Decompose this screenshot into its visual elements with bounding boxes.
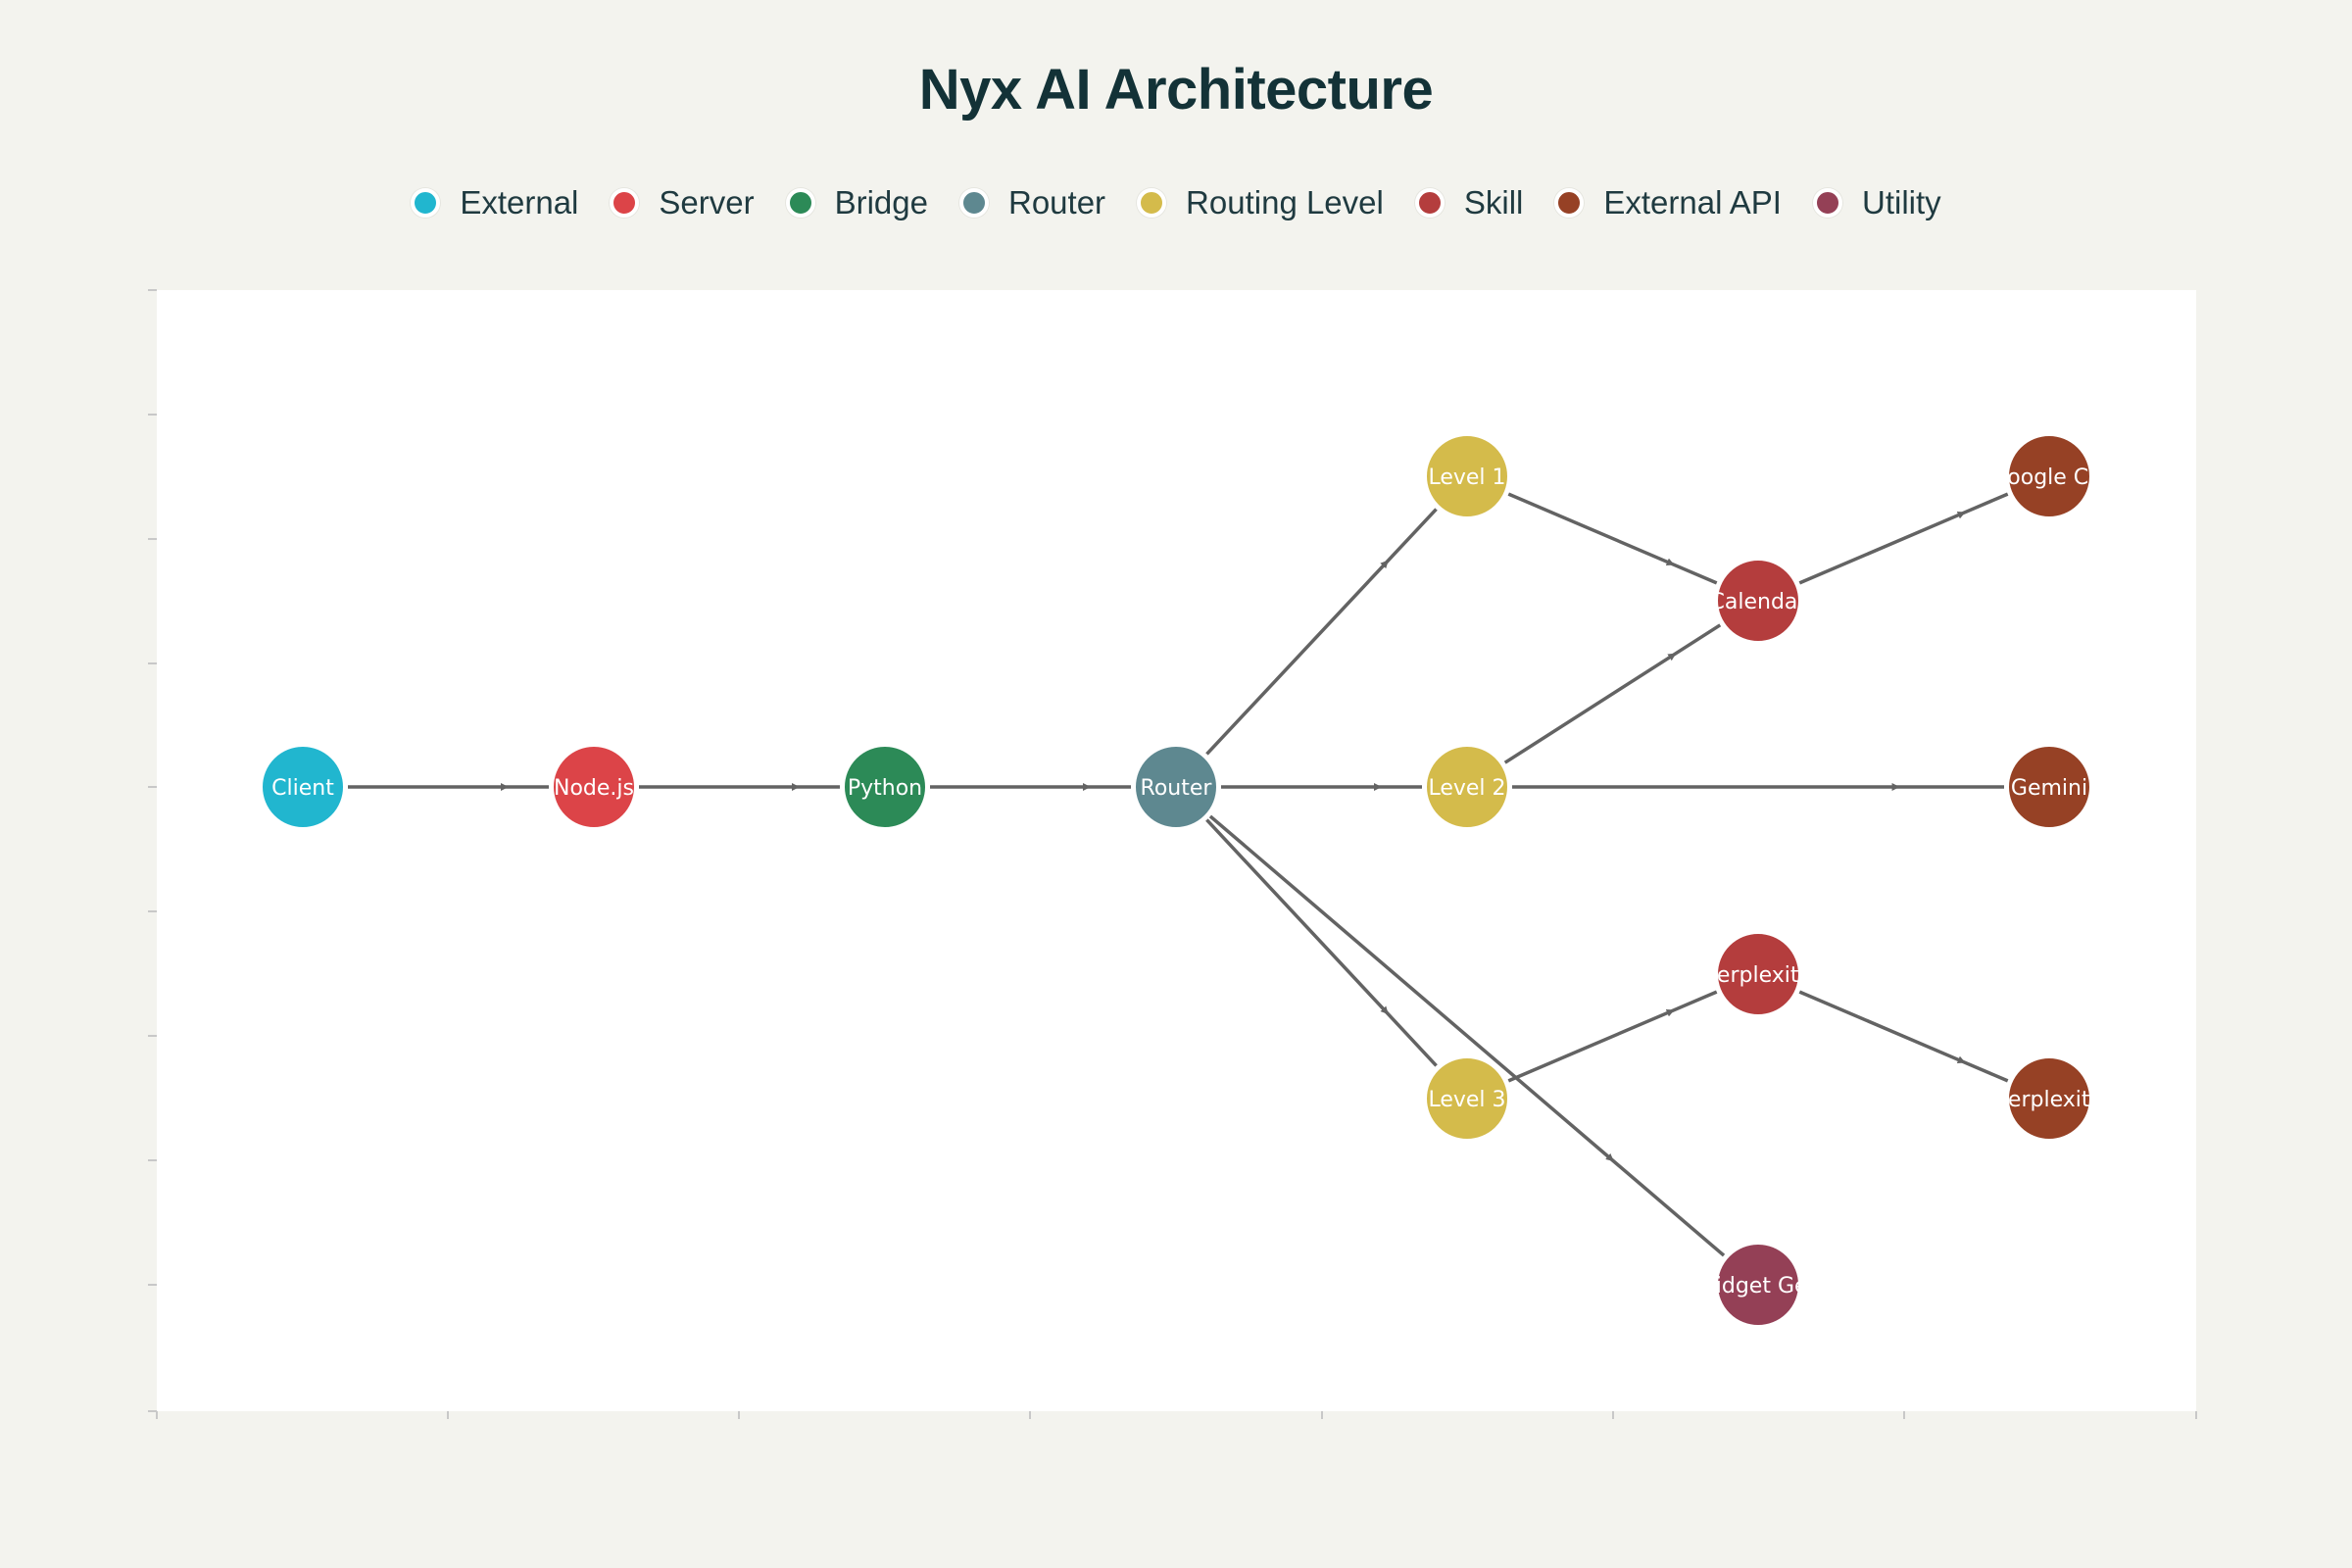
- node-circle[interactable]: [552, 745, 636, 829]
- node-circle[interactable]: [2007, 745, 2091, 829]
- node-label: Calendar: [1710, 590, 1808, 614]
- node-label: Widget Gen: [1695, 1274, 1822, 1298]
- legend-item-external[interactable]: External: [411, 184, 578, 221]
- node-label: Client: [271, 776, 334, 801]
- node-python[interactable]: Python: [843, 745, 927, 829]
- edge-line: [1205, 818, 1389, 1015]
- legend-item-skill[interactable]: Skill: [1414, 184, 1524, 221]
- legend-marker-bridge: [785, 188, 815, 218]
- axis-ticks: [148, 289, 2197, 1419]
- edge-line: [1961, 1059, 2009, 1083]
- legend-marker-utility: [1812, 188, 1842, 218]
- node-level1[interactable]: Level 1: [1425, 434, 1509, 518]
- nodes-layer: Client Node.js Python Router Level 1 Level 2 L…: [261, 434, 2108, 1327]
- legend-marker-router: [958, 188, 989, 218]
- node-label: Node.js: [554, 776, 634, 801]
- node-circle[interactable]: [1716, 559, 1800, 643]
- edge-line: [1670, 990, 1718, 1013]
- edge-line: [1672, 623, 1722, 658]
- node-router[interactable]: Router: [1134, 745, 1218, 829]
- legend-item-utility[interactable]: Utility: [1812, 184, 1941, 221]
- node-level3[interactable]: Level 3: [1425, 1056, 1509, 1141]
- node-perplexity_skill[interactable]: Perplexity: [1704, 932, 1811, 1016]
- legend-marker-routing-level: [1137, 188, 1167, 218]
- node-circle[interactable]: [843, 745, 927, 829]
- edge-router-to-level3: [1205, 818, 1438, 1067]
- legend-item-server[interactable]: Server: [610, 184, 755, 221]
- edge-line: [1961, 492, 2009, 515]
- node-circle[interactable]: [2007, 434, 2091, 518]
- legend-marker-external-api: [1554, 188, 1585, 218]
- legend-label-routing-level: Routing Level: [1186, 184, 1384, 220]
- legend-marker-skill: [1414, 188, 1445, 218]
- node-gemini[interactable]: Gemini: [2007, 745, 2091, 829]
- edge-line: [1507, 492, 1675, 566]
- edge-router-to-level1: [1205, 508, 1438, 756]
- edge-line: [1670, 562, 1718, 585]
- edge-line: [1798, 990, 1966, 1064]
- node-google[interactable]: Google Cal: [1990, 434, 2108, 518]
- legend-marker-server: [610, 188, 640, 218]
- legend-item-routing-level[interactable]: Routing Level: [1137, 184, 1384, 221]
- node-circle[interactable]: [261, 745, 345, 829]
- legend-label-skill: Skill: [1463, 184, 1524, 220]
- node-nodejs[interactable]: Node.js: [552, 745, 636, 829]
- edges-layer: [348, 492, 2009, 1257]
- node-circle[interactable]: [1425, 1056, 1509, 1141]
- edge-line: [1205, 560, 1389, 756]
- node-label: Gemini: [2011, 776, 2087, 801]
- legend-item-bridge[interactable]: Bridge: [785, 184, 928, 221]
- node-circle[interactable]: [1134, 745, 1218, 829]
- node-widget[interactable]: Widget Gen: [1695, 1243, 1822, 1327]
- edge-level1-to-calendar: [1507, 492, 1718, 585]
- legend-item-external-api[interactable]: External API: [1554, 184, 1782, 221]
- edge-line: [1384, 1010, 1438, 1067]
- node-label: Perplexity: [1704, 963, 1811, 988]
- plot-area: [157, 290, 2196, 1411]
- legend-label-router: Router: [1007, 184, 1106, 220]
- node-calendar[interactable]: Calendar: [1710, 559, 1808, 643]
- edge-line: [1609, 1157, 1726, 1257]
- node-label: Level 2: [1428, 776, 1505, 801]
- edge-perplexity_skill-to-perplexity_api: [1798, 990, 2009, 1083]
- legend-label-server: Server: [659, 184, 755, 220]
- node-label: Level 1: [1428, 466, 1505, 490]
- node-client[interactable]: Client: [261, 745, 345, 829]
- legend-label-external: External: [460, 184, 579, 220]
- edge-level3-to-perplexity_skill: [1507, 990, 1718, 1083]
- node-level2[interactable]: Level 2: [1425, 745, 1509, 829]
- edge-line: [1384, 508, 1438, 564]
- edge-line: [1798, 511, 1966, 585]
- node-circle[interactable]: [1425, 745, 1509, 829]
- node-label: Google Cal: [1990, 466, 2108, 490]
- edge-level2-to-calendar: [1503, 623, 1722, 764]
- node-circle[interactable]: [1425, 434, 1509, 518]
- legend-label-bridge: Bridge: [834, 184, 928, 220]
- legend: External Server Bridge Router Routing Le…: [0, 178, 2352, 227]
- legend-marker-external: [411, 188, 441, 218]
- legend-item-router[interactable]: Router: [958, 184, 1106, 221]
- edge-calendar-to-google: [1798, 492, 2009, 585]
- legend-label-external-api: External API: [1603, 184, 1782, 220]
- node-label: Python: [848, 776, 922, 801]
- diagram-title: Nyx AI Architecture: [918, 58, 1434, 122]
- edge-line: [1503, 653, 1677, 764]
- legend-label-utility: Utility: [1861, 184, 1941, 220]
- node-label: Perplexity: [1995, 1088, 2102, 1112]
- edge-line: [1507, 1008, 1675, 1083]
- node-perplexity_api[interactable]: Perplexity: [1995, 1056, 2102, 1141]
- node-circle[interactable]: [1716, 1243, 1800, 1327]
- node-circle[interactable]: [1716, 932, 1800, 1016]
- node-label: Level 3: [1428, 1088, 1505, 1112]
- node-circle[interactable]: [2007, 1056, 2091, 1141]
- node-label: Router: [1141, 776, 1213, 801]
- edge-router-to-widget: [1208, 814, 1726, 1257]
- edge-line: [1208, 814, 1614, 1162]
